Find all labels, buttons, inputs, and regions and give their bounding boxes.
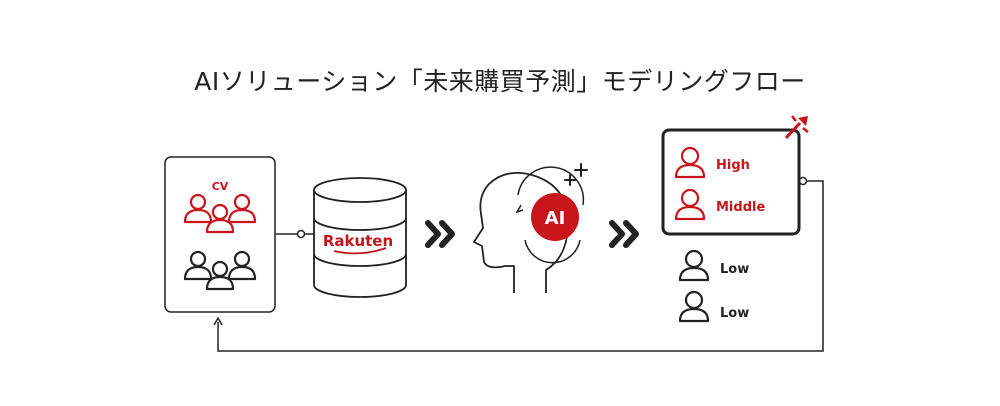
arrow-chevrons-2 <box>609 220 639 248</box>
feedback-loop-line <box>213 176 824 352</box>
database-icon: Rakuten <box>313 177 407 298</box>
connector-users-db <box>275 229 314 239</box>
ai-label: AI <box>545 208 566 229</box>
rakuten-logo-swoosh <box>333 247 387 255</box>
low-segment-2: Low <box>678 290 749 323</box>
low-segment-1: Low <box>678 249 749 282</box>
cv-label: CV <box>212 180 229 193</box>
segment-low-2: Low <box>720 306 749 321</box>
users-box: CV <box>164 156 276 313</box>
sparkle-icon <box>564 163 588 186</box>
target-segment-box: High Middle <box>661 128 801 236</box>
segment-middle: Middle <box>716 200 765 215</box>
dart-icon <box>784 115 809 140</box>
diagram-title: AIソリューション「未来購買予測」モデリングフロー <box>194 67 806 96</box>
arrow-chevrons-1 <box>425 220 455 248</box>
segment-low-1: Low <box>720 262 749 277</box>
segment-high: High <box>716 158 750 173</box>
ai-head-icon: AI <box>473 166 585 293</box>
rakuten-logo: Rakuten <box>323 232 393 250</box>
